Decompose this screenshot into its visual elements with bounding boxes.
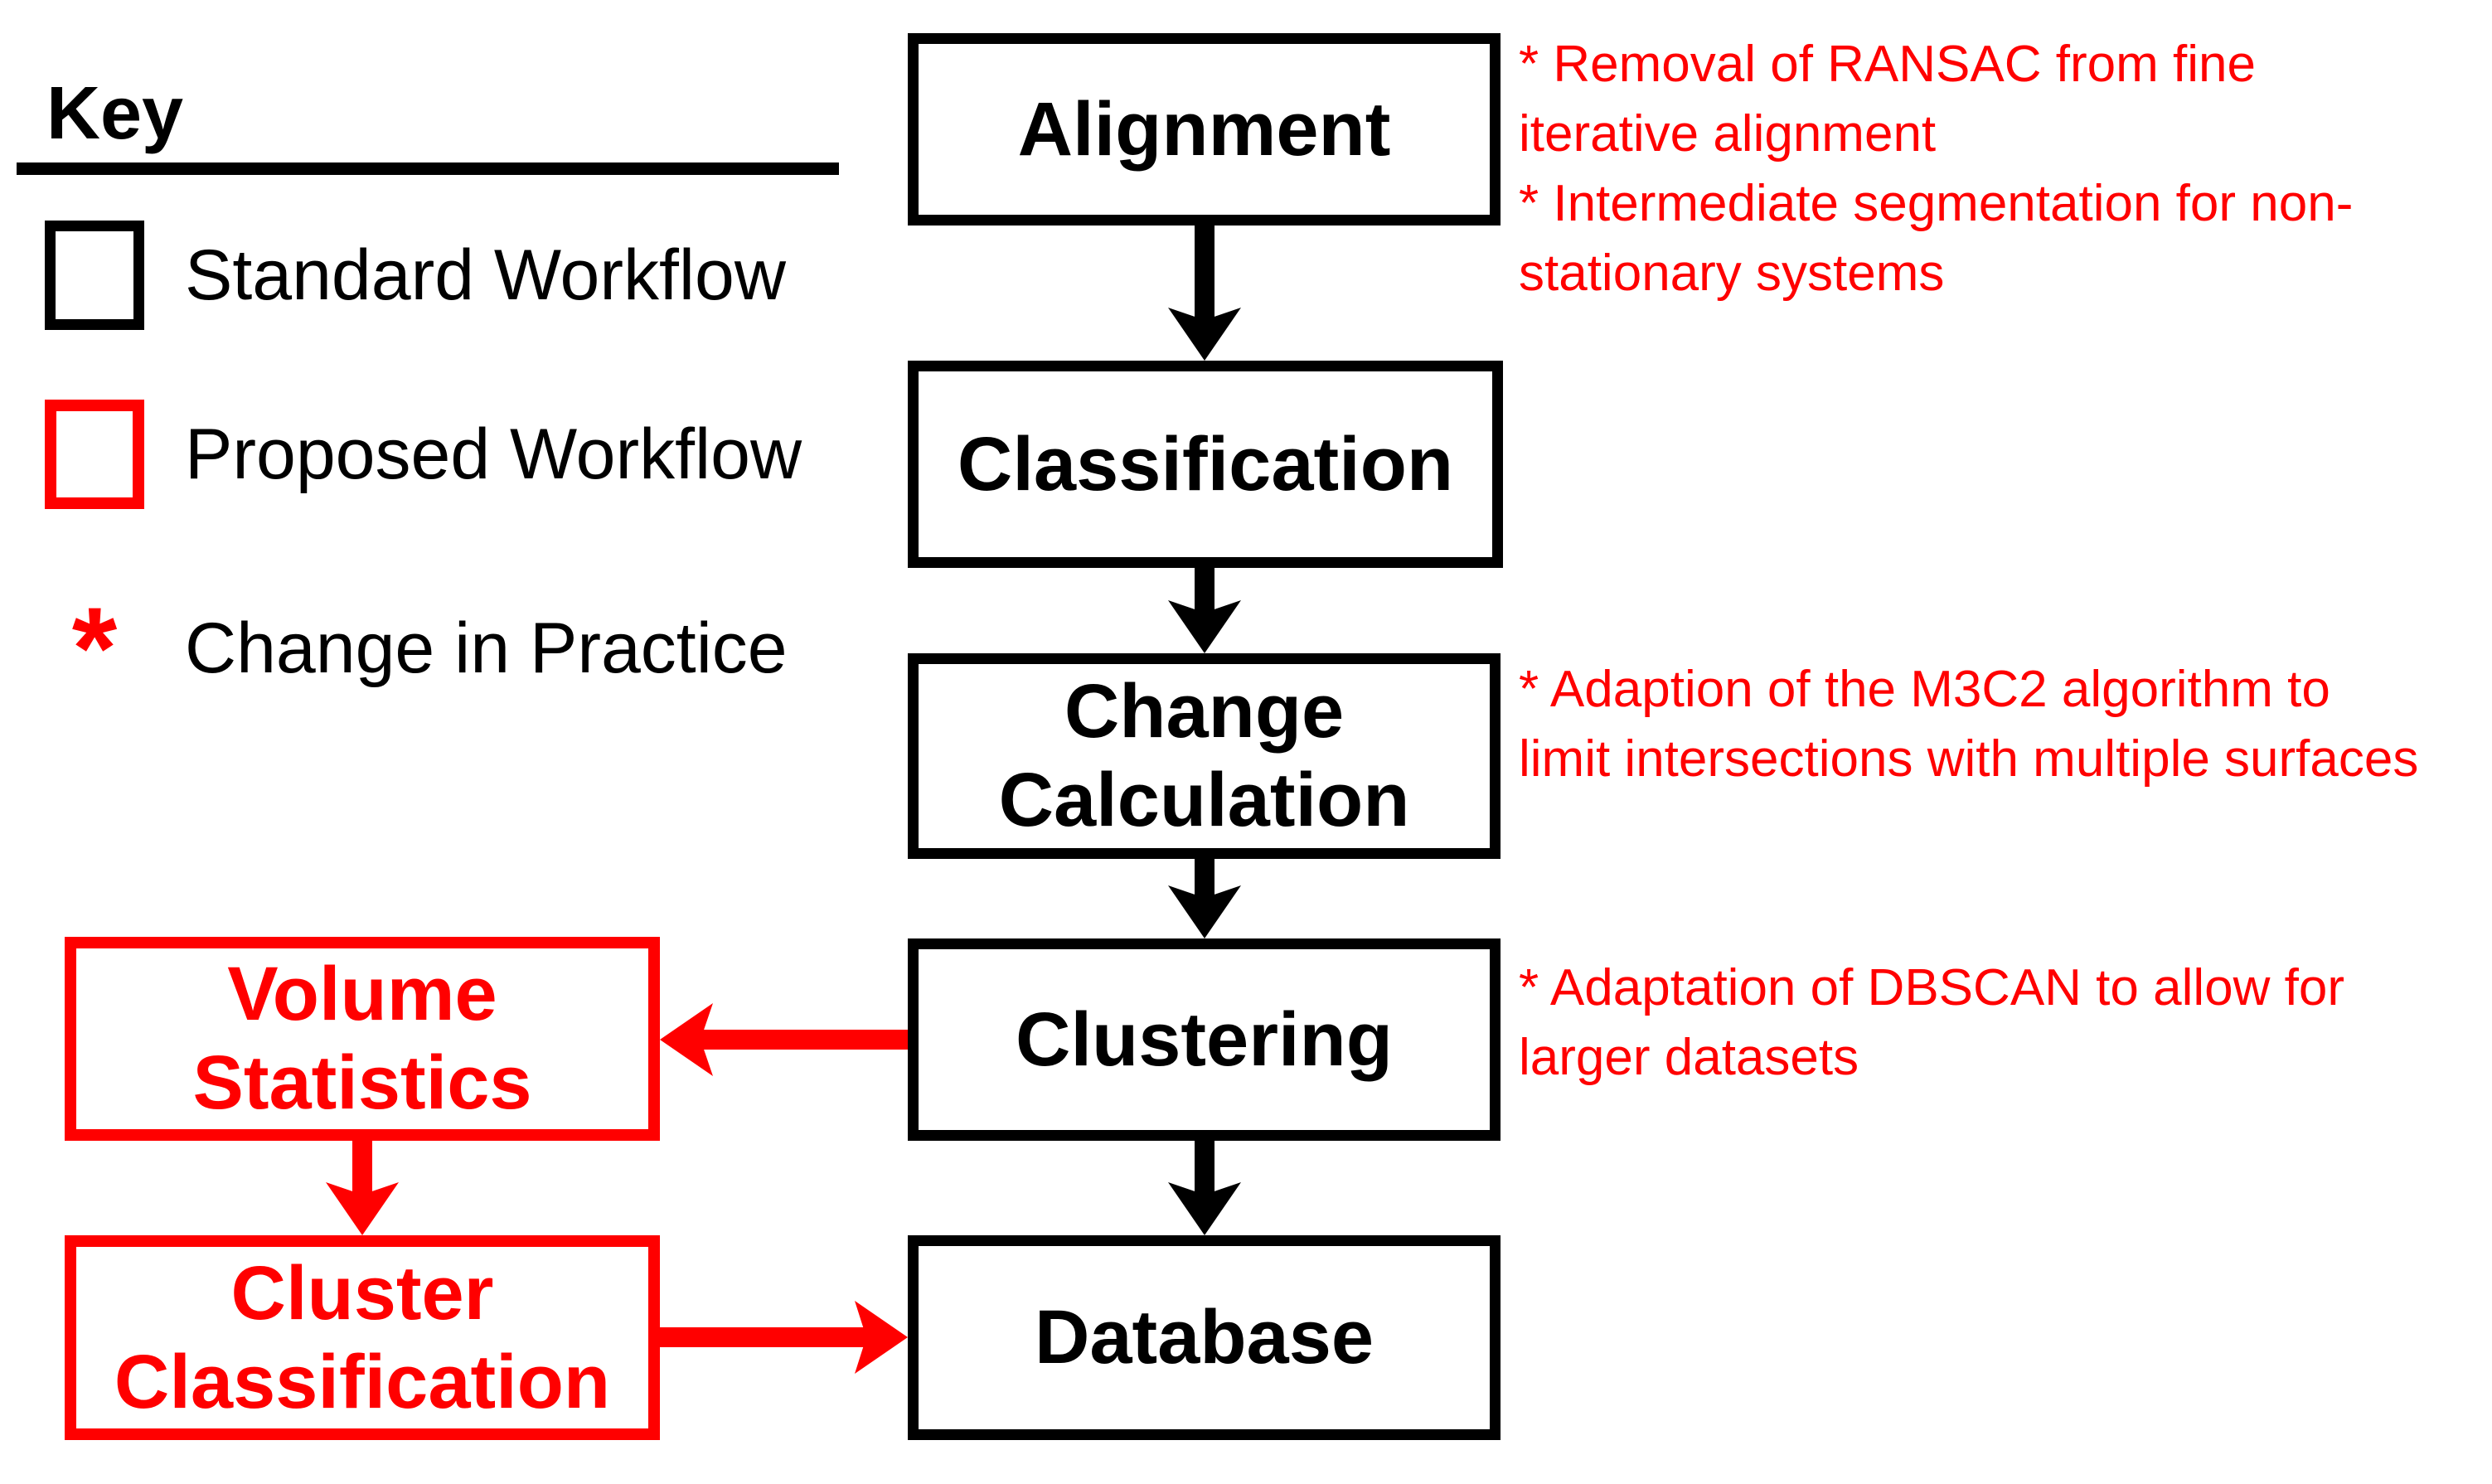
annotation-clustering: * Adaptation of DBSCAN to allow for larg… — [1519, 953, 2344, 1093]
node-database: Database — [908, 1235, 1501, 1440]
arrow-cluster-classification-to-database — [659, 1301, 908, 1374]
annotation-line: limit intersections with multiple surfac… — [1519, 730, 2419, 788]
legend-divider — [17, 162, 839, 175]
legend-label-proposed-workflow: Proposed Workflow — [185, 414, 802, 494]
node-cluster-classification-label: Cluster Classification — [114, 1250, 611, 1424]
annotation-line: * Adaption of the M3C2 algorithm to — [1519, 661, 2330, 718]
arrow-clustering-to-database — [1168, 1139, 1241, 1235]
node-clustering: Clustering — [908, 938, 1501, 1141]
annotation-line: iterative alignment — [1519, 105, 1937, 162]
legend-title: Key — [46, 72, 184, 155]
node-database-label: Database — [1034, 1295, 1374, 1380]
annotation-line: * Removal of RANSAC from fine — [1519, 36, 2256, 93]
node-change-calculation: Change Calculation — [908, 653, 1501, 859]
annotation-line: larger datasets — [1519, 1029, 1859, 1086]
annotation-line: stationary systems — [1519, 245, 1945, 302]
node-classification-label: Classification — [957, 421, 1454, 507]
arrow-clustering-to-volume-statistics — [660, 1003, 908, 1076]
arrow-classification-to-change-calculation — [1168, 566, 1241, 653]
node-alignment: Alignment — [908, 33, 1501, 226]
change-in-practice-asterisk: * — [71, 583, 118, 713]
proposed-workflow-swatch — [45, 400, 144, 509]
legend-item-proposed-workflow: Proposed Workflow — [45, 400, 802, 509]
legend-item-standard-workflow: Standard Workflow — [45, 221, 786, 330]
arrow-change-calculation-to-clustering — [1168, 857, 1241, 938]
annotation-line: * Intermediate segmentation for non- — [1519, 175, 2354, 232]
node-volume-statistics-label: Volume Statistics — [192, 952, 532, 1125]
annotation-change-calculation: * Adaption of the M3C2 algorithm to limi… — [1519, 655, 2418, 794]
node-cluster-classification: Cluster Classification — [65, 1235, 660, 1440]
node-classification: Classification — [908, 361, 1503, 568]
arrow-alignment-to-classification — [1168, 224, 1241, 361]
node-volume-statistics: Volume Statistics — [65, 937, 660, 1141]
legend-label-standard-workflow: Standard Workflow — [185, 235, 786, 315]
legend-item-change-in-practice: * Change in Practice — [45, 584, 788, 712]
node-change-calculation-label: Change Calculation — [998, 669, 1410, 842]
annotation-alignment: * Removal of RANSAC from fine iterative … — [1519, 30, 2353, 308]
legend-label-change-in-practice: Change in Practice — [185, 608, 788, 688]
annotation-line: * Adaptation of DBSCAN to allow for — [1519, 959, 2344, 1016]
node-clustering-label: Clustering — [1016, 997, 1393, 1082]
arrow-volume-statistics-to-cluster-classification — [326, 1139, 399, 1235]
standard-workflow-swatch — [45, 221, 144, 330]
node-alignment-label: Alignment — [1017, 86, 1391, 172]
